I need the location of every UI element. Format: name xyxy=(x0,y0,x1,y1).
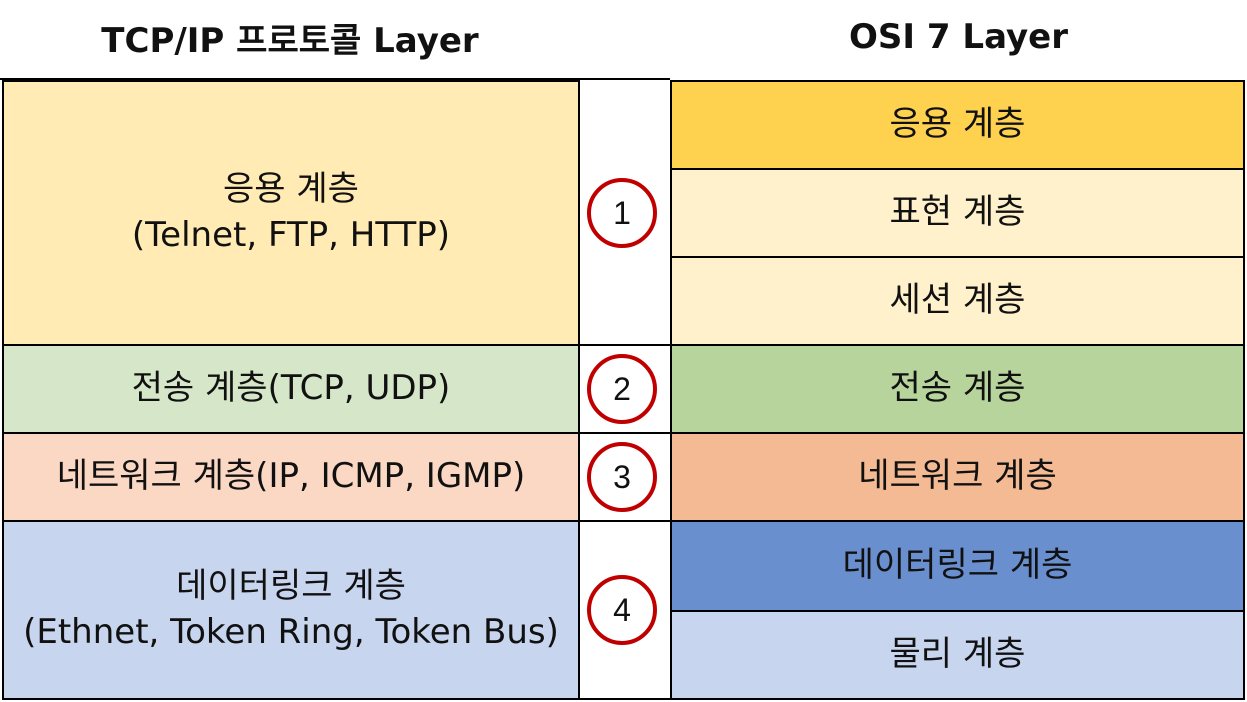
mapping-badge-2: 2 xyxy=(587,354,657,424)
tcpip-header: TCP/IP 프로토콜 Layer xyxy=(101,20,479,61)
mapping-badge-1: 1 xyxy=(587,178,657,248)
tcpip-layer-protocols: (Ethnet, Token Ring, Token Bus) xyxy=(23,612,559,652)
osi-presentation-layer: 표현 계층 xyxy=(670,168,1245,258)
osi-network-layer: 네트워크 계층 xyxy=(670,432,1245,522)
osi-session-layer: 세션 계층 xyxy=(670,256,1245,346)
tcpip-layer-name: 네트워크 계층(IP, ICMP, IGMP) xyxy=(56,456,526,497)
tcpip-transport-layer: 전송 계층(TCP, UDP) xyxy=(2,344,580,434)
mapping-separator xyxy=(578,520,672,522)
mapping-badge-3: 3 xyxy=(587,442,657,512)
mapping-separator xyxy=(578,698,672,700)
osi-layer-name: 전송 계층 xyxy=(889,368,1026,409)
osi-layer-name: 네트워크 계층 xyxy=(858,456,1057,497)
osi-datalink-layer: 데이터링크 계층 xyxy=(670,520,1245,612)
osi-transport-layer: 전송 계층 xyxy=(670,344,1245,434)
mapping-separator xyxy=(578,432,672,434)
mapping-separator xyxy=(578,344,672,346)
osi-layer-name: 세션 계층 xyxy=(889,280,1026,321)
tcpip-datalink-layer: 데이터링크 계층 (Ethnet, Token Ring, Token Bus) xyxy=(2,520,580,700)
osi-header: OSI 7 Layer xyxy=(849,17,1068,57)
tcpip-layer-name: 데이터링크 계층 xyxy=(176,566,406,607)
top-divider xyxy=(0,78,670,80)
osi-layer-name: 물리 계층 xyxy=(889,634,1026,675)
osi-physical-layer: 물리 계층 xyxy=(670,610,1245,700)
osi-application-layer: 응용 계층 xyxy=(670,80,1245,170)
tcpip-layer-protocols: (Telnet, FTP, HTTP) xyxy=(131,215,451,255)
tcpip-network-layer: 네트워크 계층(IP, ICMP, IGMP) xyxy=(2,432,580,522)
tcpip-layer-name: 전송 계층(TCP, UDP) xyxy=(131,368,451,409)
mapping-badge-4: 4 xyxy=(587,575,657,645)
tcpip-application-layer: 응용 계층 (Telnet, FTP, HTTP) xyxy=(2,80,580,346)
osi-layer-name: 응용 계층 xyxy=(889,104,1026,145)
tcpip-layer-name: 응용 계층 xyxy=(223,169,359,210)
osi-layer-name: 표현 계층 xyxy=(889,192,1026,233)
osi-layer-name: 데이터링크 계층 xyxy=(842,545,1073,586)
